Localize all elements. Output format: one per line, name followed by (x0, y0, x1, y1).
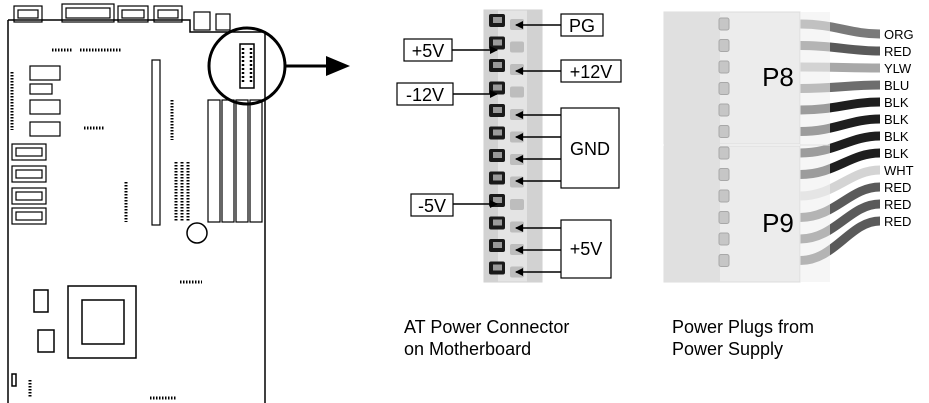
wire-label: BLK (884, 112, 909, 127)
p8-label: P8 (762, 62, 794, 92)
expansion-slots (151, 59, 263, 226)
plus12v-label-text: +12V (570, 62, 613, 82)
plug-pin (718, 254, 730, 267)
plug-pin (718, 103, 730, 117)
connector-pin-highlight (493, 174, 502, 181)
board-chips (11, 65, 61, 225)
pg-label-text: PG (569, 16, 595, 36)
wire-label: RED (884, 44, 911, 59)
gnd-label-text: GND (570, 139, 610, 159)
connector-pin-highlight (493, 197, 502, 203)
plug-pin (718, 60, 730, 74)
wire-label: RED (884, 197, 911, 212)
minus5v-label: -5V (410, 193, 498, 217)
wire-label: BLK (884, 146, 909, 161)
minus5v-label-text: -5V (418, 196, 446, 216)
connector-pin (510, 64, 524, 75)
connector-pin-highlight (493, 39, 502, 46)
battery (186, 222, 208, 244)
plus5v-right-label: +5V (515, 219, 612, 279)
connector-caption-line1: AT Power Connector (404, 317, 569, 337)
wire-label: BLU (884, 78, 909, 93)
cpu-socket (11, 285, 137, 387)
connector-pin (510, 41, 524, 53)
connector-pin-highlight (493, 107, 502, 113)
minus12v-label-text: -12V (406, 85, 444, 105)
wire-labels: ORG RED YLW BLU BLK BLK BLK BLK WHT RED RED RED (884, 27, 914, 229)
plugs-caption-line1: Power Plugs from (672, 317, 814, 337)
connector-pin-highlight (493, 129, 502, 136)
wire-label: WHT (884, 163, 914, 178)
p9-label: P9 (762, 208, 794, 238)
pin-labels: PG +5V +12V -12V GND (396, 13, 622, 279)
at-power-connector (483, 9, 543, 283)
plug-pin (718, 232, 730, 246)
plug-pins (718, 17, 730, 267)
connector-caption-line2: on Motherboard (404, 339, 531, 359)
plug-pin (718, 211, 730, 224)
motherboard-illustration (7, 3, 287, 403)
wire-label: YLW (884, 61, 912, 76)
back-panel-connectors (13, 3, 231, 31)
wire-label: ORG (884, 27, 914, 42)
connector-pin (510, 221, 524, 233)
plus5v-left-label: +5V (403, 38, 498, 62)
plugs-caption-line2: Power Supply (672, 339, 783, 359)
plug-pin (718, 17, 730, 31)
connector-pin (510, 86, 524, 98)
connector-pin-highlight (493, 264, 502, 271)
wire-label: BLK (884, 129, 909, 144)
connector-pin-highlight (493, 219, 502, 226)
connector-pin-highlight (493, 152, 502, 158)
connector-pin-highlight (493, 17, 502, 23)
minus12v-label: -12V (396, 82, 498, 106)
plug-pin (718, 82, 730, 95)
connector-pin-highlight (493, 242, 502, 248)
plug-pin (718, 125, 730, 138)
plug-pin (718, 168, 730, 181)
power-plugs: P8 P9 ORG RED YLW BLU BLK BLK BLK BLK WHT RED RED R… (663, 11, 914, 283)
motherboard-outline (7, 19, 266, 403)
pointer-arrow (286, 56, 350, 76)
wire-label: BLK (884, 95, 909, 110)
wire-label: RED (884, 214, 911, 229)
connector-pin (510, 199, 524, 210)
connector-highlight-circle (207, 26, 287, 106)
connector-pin (510, 176, 524, 188)
plug-pin (718, 39, 730, 52)
wire-label: RED (884, 180, 911, 195)
pg-label: PG (515, 13, 604, 37)
plus5v-left-label-text: +5V (412, 41, 445, 61)
gnd-label: GND (515, 107, 620, 189)
header-pins (10, 48, 202, 400)
plug-pin (718, 189, 730, 203)
plus12v-label: +12V (515, 59, 622, 83)
connector-pin-highlight (493, 84, 502, 91)
connector-pin-highlight (493, 62, 502, 68)
plug-pin (718, 146, 730, 160)
onboard-connector (239, 43, 255, 89)
plus5v-right-label-text: +5V (570, 239, 603, 259)
